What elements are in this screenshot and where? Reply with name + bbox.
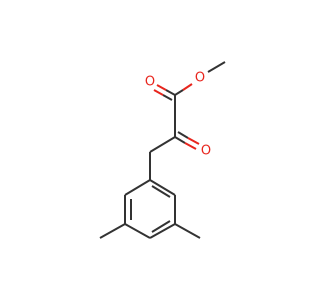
bond-methyl-left <box>99 223 126 239</box>
bond-ester-carbonyl-o-part-2 <box>153 89 164 96</box>
ring-bond-6 <box>124 179 151 196</box>
bond-ketone-carbonyl-c-part-1 <box>174 136 186 144</box>
bond-ester-carbonyl-o-part-1 <box>156 84 167 91</box>
atom-labels-layer: O O O <box>145 71 211 159</box>
bond-ketone-carbonyl-c-part-2 <box>177 131 189 139</box>
ring-bond-4 <box>124 223 151 239</box>
bond-ester-oxygen-carbon-o-part <box>182 83 193 91</box>
ring-bond-1 <box>149 179 176 196</box>
ring-bond-3 <box>149 223 176 239</box>
bond-ester-carbonyl-c-part-2 <box>162 94 173 101</box>
atom-label-ester-carbonyl-oxygen: O <box>145 75 155 90</box>
bond-methyl-ester <box>207 61 226 73</box>
bond-ketone-carbonyl-o-part-2 <box>187 137 200 145</box>
bond-ketone-to-methylene <box>149 136 176 153</box>
bonds-layer <box>99 61 226 239</box>
bond-ester-carbonyl-c-part-1 <box>165 89 176 96</box>
ring-inner-double-1 <box>151 185 171 198</box>
bond-methyl-right <box>174 223 201 239</box>
molecule-structure: O O O <box>99 61 226 239</box>
ring-inner-double-2 <box>151 220 171 233</box>
bond-ketone-carbonyl-o-part-1 <box>184 142 197 150</box>
atom-label-ketone-oxygen: O <box>201 144 211 159</box>
atom-label-ester-oxygen: O <box>195 71 205 86</box>
bond-ester-oxygen-carbon-c-part <box>174 89 184 96</box>
